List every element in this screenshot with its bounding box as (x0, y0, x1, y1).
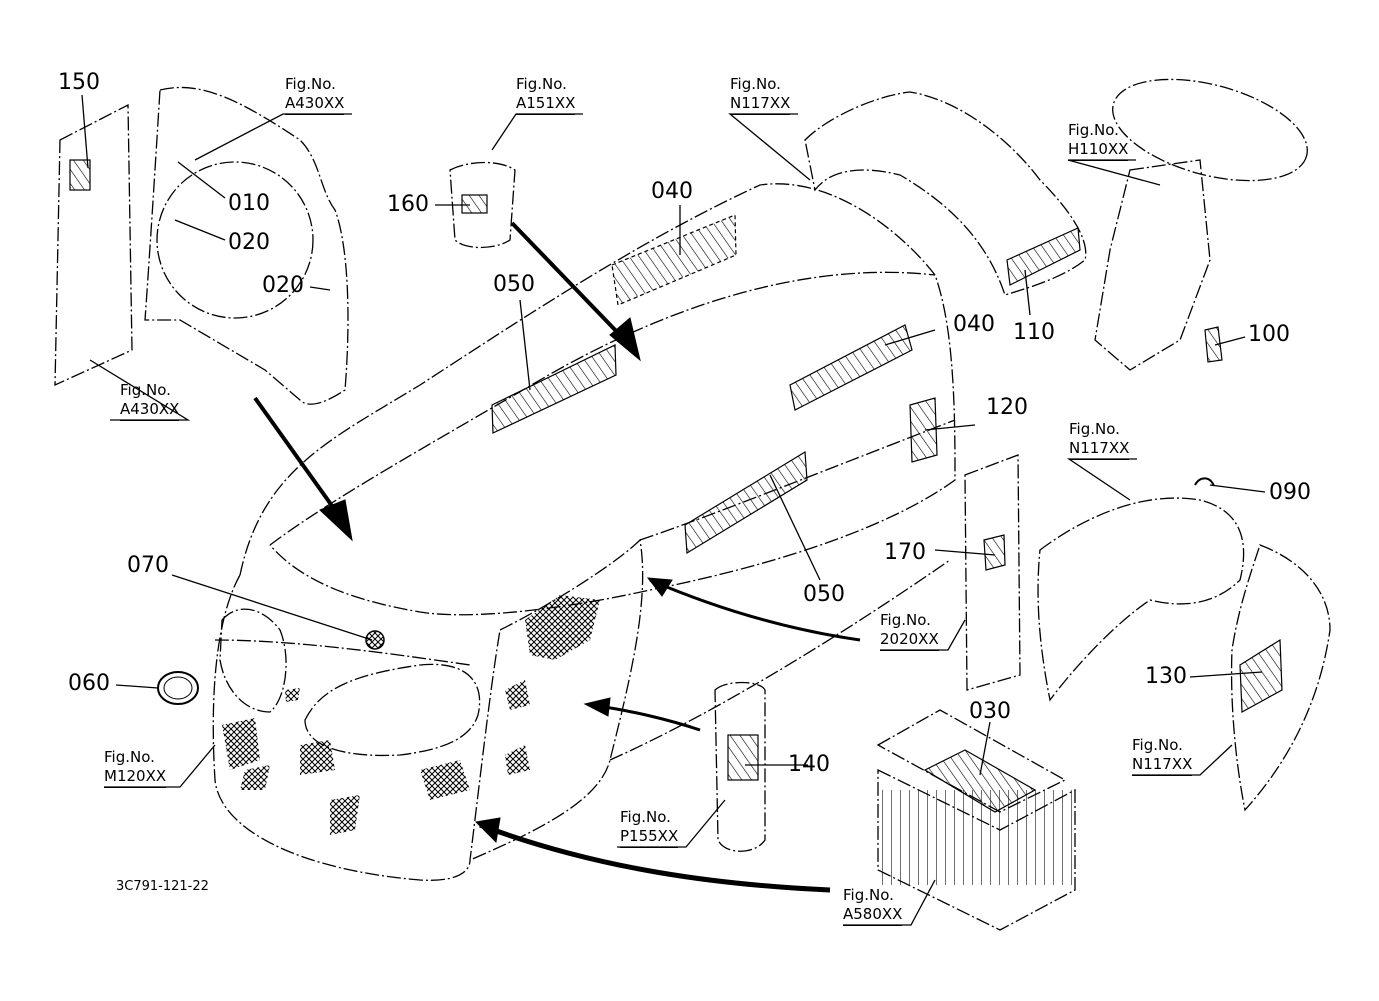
fig-ref-prefix: Fig.No. (104, 748, 155, 766)
fig-ref-prefix: Fig.No. (880, 611, 931, 629)
nose-front (212, 574, 501, 881)
headlight-left (219, 608, 287, 713)
decal-040-top (611, 214, 737, 306)
fig-ref-prefix: Fig.No. (1068, 121, 1119, 139)
fig-ref-prefix: Fig.No. (516, 75, 567, 93)
decals (69, 159, 1283, 885)
fig-ref-prefix: Fig.No. (620, 808, 671, 826)
callout-060: 060 (68, 671, 110, 696)
callout-100: 100 (1248, 322, 1290, 347)
decal-170 (983, 534, 1006, 571)
fig-ref-prefix: Fig.No. (285, 75, 336, 93)
fig-ref-code: A430XX (120, 400, 180, 421)
steering-column (1094, 159, 1211, 371)
fig-ref-code: P155XX (620, 827, 679, 848)
hood-outline (239, 183, 956, 616)
fig-ref-n117-top[interactable]: Fig.No. N117XX (730, 75, 791, 115)
camo-pattern (222, 595, 600, 835)
fig-ref-prefix: Fig.No. (1069, 420, 1120, 438)
nose-side (469, 538, 644, 861)
fig-ref-n117-bot[interactable]: Fig.No. N117XX (1132, 736, 1193, 776)
arrows (253, 221, 861, 893)
callout-040-top: 040 (651, 179, 693, 204)
fig-ref-code: H110XX (1068, 140, 1129, 161)
headlight-right (304, 663, 481, 757)
callout-120: 120 (986, 395, 1028, 420)
steering-wheel (1112, 78, 1308, 182)
drawing-number: 3C791-121-22 (116, 879, 209, 894)
fig-ref-2020[interactable]: Fig.No. 2020XX (880, 611, 939, 651)
callout-110: 110 (1013, 320, 1055, 345)
fig-ref-code: M120XX (104, 767, 167, 788)
fig-ref-code: A580XX (843, 905, 903, 926)
decal-160 (461, 194, 488, 214)
decal-040-side (789, 324, 913, 411)
fig-ref-code: 2020XX (880, 630, 939, 651)
callout-160: 160 (387, 192, 429, 217)
fan-shroud (144, 86, 349, 405)
callout-090: 090 (1269, 480, 1311, 505)
callout-020-lower: 020 (262, 273, 304, 298)
hood-side-rear (639, 419, 956, 541)
callout-010: 010 (228, 191, 270, 216)
decal-050-side (684, 450, 808, 555)
decal-100 (1204, 326, 1223, 363)
fig-ref-code: A430XX (285, 94, 345, 115)
dash-panel (1037, 497, 1245, 702)
fig-ref-p155[interactable]: Fig.No. P155XX (620, 808, 679, 848)
decal-050-top (491, 344, 617, 434)
fig-ref-prefix: Fig.No. (843, 886, 894, 904)
decal-plate (964, 454, 1021, 691)
hood-side-bottom (609, 559, 951, 761)
decal-120 (909, 397, 938, 463)
nose-inner (214, 639, 471, 666)
fig-ref-m120[interactable]: Fig.No. M120XX (104, 748, 167, 788)
hood-crease (269, 271, 936, 546)
callout-020-upper: 020 (228, 230, 270, 255)
fig-ref-prefix: Fig.No. (730, 75, 781, 93)
fig-ref-n117-mid[interactable]: Fig.No. N117XX (1069, 420, 1130, 460)
decal-140 (727, 734, 759, 781)
fig-ref-a430-left[interactable]: Fig.No. A430XX (120, 381, 180, 421)
fig-ref-code: N117XX (1069, 439, 1130, 460)
battery-grill (882, 790, 1072, 885)
fig-ref-code: A151XX (516, 94, 576, 115)
fig-ref-code: N117XX (730, 94, 791, 115)
fig-ref-prefix: Fig.No. (1132, 736, 1183, 754)
cylinder-part (714, 681, 766, 852)
callout-030: 030 (969, 699, 1011, 724)
fig-ref-code: N117XX (1132, 755, 1193, 776)
part-070 (365, 630, 385, 650)
fig-ref-a430-top[interactable]: Fig.No. A430XX (285, 75, 345, 115)
fig-ref-a580[interactable]: Fig.No. A580XX (843, 886, 903, 926)
fuel-filter (449, 161, 516, 249)
callout-170: 170 (884, 540, 926, 565)
callout-050-top: 050 (493, 272, 535, 297)
decal-150 (69, 159, 91, 191)
bonnet-top (804, 91, 1087, 296)
callout-150: 150 (58, 70, 100, 95)
fender (1230, 544, 1331, 812)
callout-140: 140 (788, 752, 830, 777)
callout-040-side: 040 (953, 312, 995, 337)
callout-130: 130 (1145, 664, 1187, 689)
decal-130 (1239, 638, 1283, 713)
emblem-060-inner (163, 676, 193, 700)
fig-ref-a151[interactable]: Fig.No. A151XX (516, 75, 576, 115)
leader-lines (81, 94, 1266, 926)
clip-090 (1194, 477, 1215, 487)
decal-110 (1006, 227, 1081, 286)
fig-ref-prefix: Fig.No. (120, 381, 171, 399)
callout-070: 070 (127, 553, 169, 578)
fig-ref-h110[interactable]: Fig.No. H110XX (1068, 121, 1129, 161)
callout-050-side: 050 (803, 582, 845, 607)
fan-circle (156, 161, 314, 319)
side-panel-left (54, 103, 133, 387)
